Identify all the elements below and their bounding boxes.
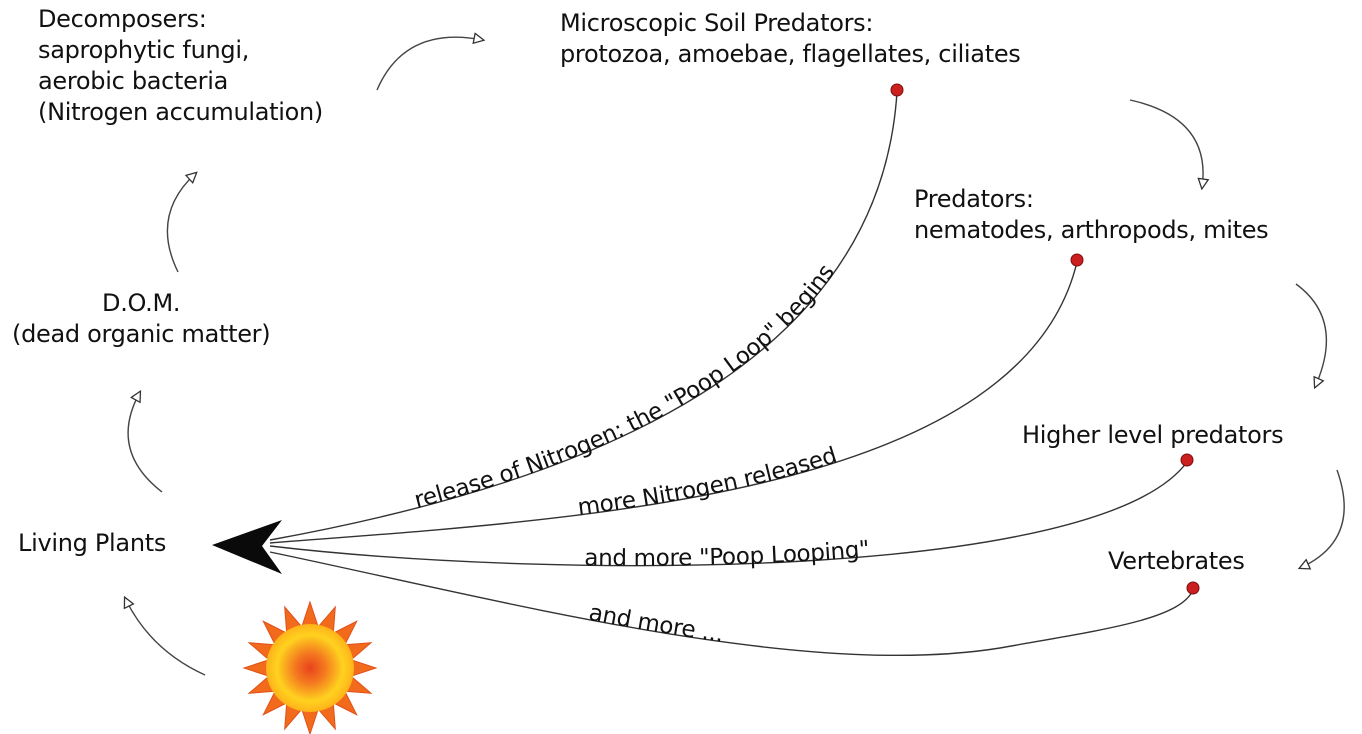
cycle-arrow-sun-to-plants	[125, 598, 206, 676]
release-curve-vertebrates	[269, 551, 1194, 656]
dom-line2: (dead organic matter)	[12, 320, 271, 348]
origin-dot-micro	[890, 83, 904, 97]
decomposers-line4: (Nitrogen accumulation)	[38, 98, 323, 126]
decomposers-title: Decomposers:	[38, 5, 207, 33]
node-higher-predators: Higher level predators	[1022, 420, 1284, 451]
cycle-arrow-dom-to-decomposers	[166, 173, 196, 273]
cycle-arrows	[125, 37, 1345, 676]
origin-dot-higher	[1180, 453, 1194, 467]
cycle-arrow-plants-to-dom	[127, 392, 163, 493]
release-curves	[269, 91, 1194, 656]
release-curve-micro	[269, 91, 898, 541]
vertebrates-title: Vertebrates	[1108, 547, 1245, 575]
release-curve-predators	[269, 261, 1078, 544]
plants-arrowhead	[212, 520, 282, 574]
flow-text-more-looping: and more "Poop Looping"	[584, 536, 870, 571]
living-plants-title: Living Plants	[18, 529, 167, 557]
higher-predators-title: Higher level predators	[1022, 421, 1284, 449]
release-curve-higher	[269, 461, 1188, 567]
node-micro-predators: Microscopic Soil Predators: protozoa, am…	[560, 8, 1021, 70]
cycle-arrow-predators-to-higher	[1295, 283, 1327, 387]
flow-text-more-released: more Nitrogen released	[576, 443, 840, 521]
cycle-arrow-micro-to-predators	[1129, 99, 1203, 188]
micro-predators-line2: protozoa, amoebae, flagellates, ciliates	[560, 40, 1021, 68]
predators-title: Predators:	[914, 185, 1034, 213]
origin-dots	[890, 83, 1200, 595]
micro-predators-title: Microscopic Soil Predators:	[560, 9, 874, 37]
node-dom: D.O.M. (dead organic matter)	[12, 288, 271, 350]
predators-line2: nematodes, arthropods, mites	[914, 216, 1269, 244]
decomposers-line2: saprophytic fungi,	[38, 36, 250, 64]
decomposers-line3: aerobic bacteria	[38, 67, 228, 95]
dom-title: D.O.M.	[102, 289, 181, 317]
sun-icon	[242, 600, 378, 734]
node-decomposers: Decomposers: saprophytic fungi, aerobic …	[38, 4, 323, 128]
cycle-arrow-decomposers-to-micro	[376, 37, 483, 91]
flow-text-and-more: and more ...	[587, 600, 725, 648]
node-predators: Predators: nematodes, arthropods, mites	[914, 184, 1269, 246]
node-vertebrates: Vertebrates	[1108, 546, 1245, 577]
cycle-arrow-higher-to-vertebrates	[1300, 469, 1345, 568]
node-living-plants: Living Plants	[18, 528, 166, 559]
origin-dot-vertebrates	[1186, 581, 1200, 595]
origin-dot-predators	[1070, 253, 1084, 267]
